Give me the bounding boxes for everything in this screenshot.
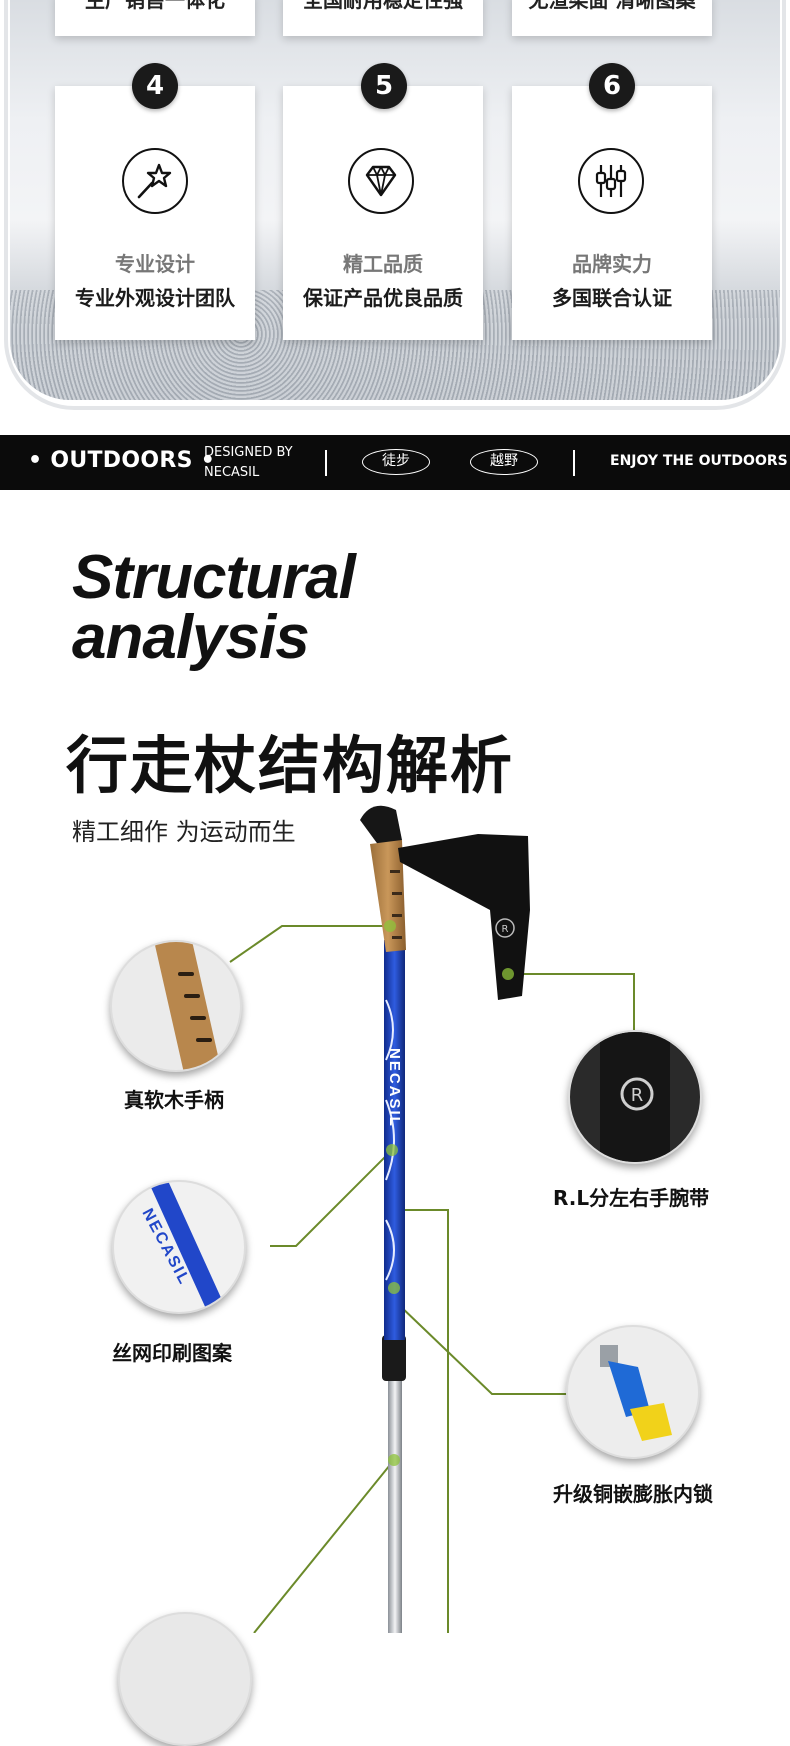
screen-print-detail: NECASIL bbox=[112, 1180, 246, 1314]
english-title: Structural analysis bbox=[72, 543, 356, 672]
feature-card-5: 精工品质 保证产品优良品质 bbox=[283, 86, 483, 340]
feature-card-1: 生产销售一体化 bbox=[55, 0, 255, 36]
english-title-line1: Structural bbox=[72, 543, 356, 612]
feature-5-desc: 保证产品优良品质 bbox=[303, 286, 463, 310]
cork-handle bbox=[370, 840, 406, 952]
feature-2-desc: 全国耐用稳定性强 bbox=[303, 0, 463, 12]
panel-rim bbox=[4, 0, 786, 410]
feature-6-desc: 多国联合认证 bbox=[552, 286, 672, 310]
banner-outdoors: • OUTDOORS • bbox=[28, 448, 216, 473]
svg-text:R: R bbox=[502, 924, 509, 935]
wrist-strap-label: R.L分左右手腕带 bbox=[553, 1186, 710, 1210]
svg-text:R: R bbox=[631, 1085, 644, 1106]
wrist-strap-detail: R bbox=[568, 1030, 702, 1164]
expansion-lock-detail bbox=[566, 1325, 700, 1459]
feature-1-desc: 生产销售一体化 bbox=[85, 0, 225, 12]
feature-4-title: 专业设计 bbox=[115, 252, 195, 276]
wrist-strap bbox=[398, 834, 530, 1000]
magic-wand-icon bbox=[122, 148, 188, 214]
screen-print-label: 丝网印刷图案 bbox=[112, 1341, 232, 1365]
banner-designed-by: DESIGNED BY NECASIL bbox=[204, 443, 293, 483]
feature-3-desc: 无渲染面 清晰图案 bbox=[528, 0, 696, 12]
pole-illustration: NECASIL R bbox=[229, 805, 635, 1633]
english-title-line2: analysis bbox=[72, 603, 310, 672]
pole-brand-text: NECASIL bbox=[386, 1048, 403, 1128]
feature-6-title: 品牌实力 bbox=[572, 252, 652, 276]
banner-designed-by-line2: NECASIL bbox=[204, 465, 260, 480]
features-panel: 生产销售一体化 全国耐用稳定性强 无渲染面 清晰图案 专业设计 专业外观设计团队… bbox=[0, 0, 790, 418]
feature-5-number: 5 bbox=[361, 63, 407, 109]
sliders-icon bbox=[578, 148, 644, 214]
feature-card-6: 品牌实力 多国联合认证 bbox=[512, 86, 712, 340]
feature-card-3: 无渲染面 清晰图案 bbox=[512, 0, 712, 36]
feature-4-desc: 专业外观设计团队 bbox=[75, 286, 235, 310]
lower-shaft bbox=[388, 1378, 402, 1633]
tag-offroad: 越野 bbox=[470, 449, 538, 475]
banner-designed-by-line1: DESIGNED BY bbox=[204, 445, 293, 460]
cork-handle-label: 真软木手柄 bbox=[124, 1088, 224, 1112]
lock-collar bbox=[382, 1335, 406, 1381]
feature-5-title: 精工品质 bbox=[343, 252, 423, 276]
expansion-lock-label: 升级铜嵌膨胀内锁 bbox=[553, 1482, 713, 1506]
tag-hiking: 徒步 bbox=[362, 449, 430, 475]
grip-top bbox=[360, 805, 402, 850]
banner-enjoy: ENJOY THE OUTDOORS bbox=[610, 453, 788, 469]
banner-divider bbox=[573, 450, 575, 476]
cork-handle-detail bbox=[110, 940, 242, 1072]
bottom-detail-circle bbox=[118, 1612, 252, 1746]
outdoors-banner: • OUTDOORS • DESIGNED BY NECASIL 徒步 越野 E… bbox=[0, 435, 790, 490]
chinese-title: 行走杖结构解析 bbox=[66, 729, 515, 802]
diamond-icon bbox=[348, 148, 414, 214]
feature-card-2: 全国耐用稳定性强 bbox=[283, 0, 483, 36]
feature-4-number: 4 bbox=[132, 63, 178, 109]
feature-card-4: 专业设计 专业外观设计团队 bbox=[55, 86, 255, 340]
banner-divider bbox=[325, 450, 327, 476]
feature-6-number: 6 bbox=[589, 63, 635, 109]
subtitle: 精工细作 为运动而生 bbox=[72, 818, 296, 846]
